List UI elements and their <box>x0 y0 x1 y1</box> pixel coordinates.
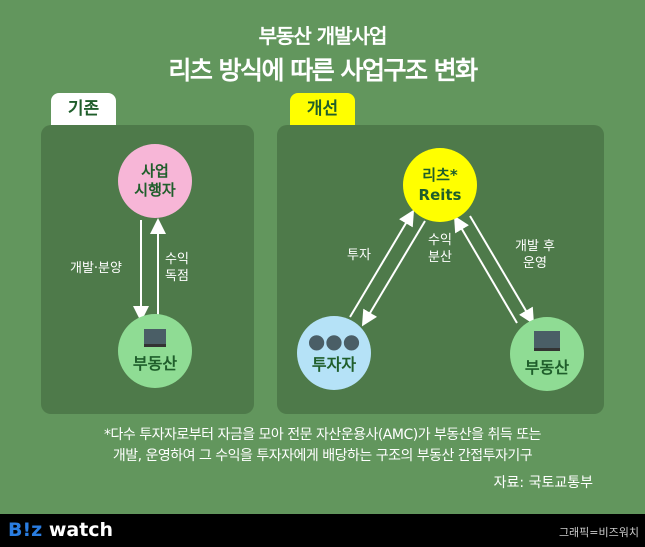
logo-w: watch <box>42 519 114 541</box>
label-l2: 분산 <box>428 250 452 265</box>
footnote-l1: *다수 투자자로부터 자금을 모아 전문 자산운용사(AMC)가 부동산을 취득… <box>104 427 541 443</box>
label-develop-sell: 개발·분양 <box>70 261 122 276</box>
arrow-develop-operate <box>469 215 535 325</box>
arrow-profit-share <box>361 220 426 327</box>
label-l2: 독점 <box>165 269 189 284</box>
investor-node: ●●● 투자자 <box>297 316 371 390</box>
footnote-l2: 개발, 운영하여 그 수익을 투자자에게 배당하는 구조의 부동산 간접투자기구 <box>112 448 533 464</box>
source: 자료: 국토교통부 <box>493 475 593 491</box>
title-line2: 리츠 방식에 따른 사업구조 변화 <box>168 56 478 85</box>
arrow-reits-return <box>453 215 518 324</box>
footer-bar <box>0 514 645 547</box>
label-profit-monopoly: 수익 독점 <box>162 251 192 285</box>
tab-after: 개선 <box>290 93 355 126</box>
real-estate-node-before: 부동산 <box>118 314 192 388</box>
bizwatch-logo: B!z watch <box>8 519 113 541</box>
reits-l1: 리츠* <box>422 166 458 184</box>
developer-l1: 사업 <box>141 162 169 180</box>
real-estate-node-after: 부동산 <box>510 317 584 391</box>
label-l1: 개발 후 <box>514 239 555 254</box>
label-invest: 투자 <box>347 248 371 263</box>
real-estate-label: 부동산 <box>524 357 570 377</box>
people-icon: ●●● <box>307 329 361 353</box>
label-profit-share: 수익 분산 <box>424 232 456 266</box>
developer-l2: 시행자 <box>134 181 176 199</box>
reits-l2: Reits <box>418 186 462 204</box>
building-icon <box>144 328 166 347</box>
investor-label: 투자자 <box>311 355 357 374</box>
footnote: *다수 투자자로부터 자금을 모아 전문 자산운용사(AMC)가 부동산을 취득… <box>0 425 645 467</box>
logo-b: B!z <box>8 519 43 541</box>
title-line1: 부동산 개발사업 <box>258 24 388 48</box>
reits-node: 리츠* Reits <box>403 148 477 222</box>
label-l1: 수익 <box>165 252 189 267</box>
arrow-invest <box>349 209 415 318</box>
tab-before: 기존 <box>51 93 116 126</box>
real-estate-label: 부동산 <box>132 353 178 373</box>
label-l1: 수익 <box>428 233 452 248</box>
building-icon <box>534 330 560 351</box>
graphic-credit: 그래픽=비즈워치 <box>558 526 639 539</box>
developer-node: 사업 시행자 <box>118 144 192 218</box>
label-l2: 운영 <box>523 256 547 271</box>
label-develop-operate: 개발 후 운영 <box>500 238 570 272</box>
